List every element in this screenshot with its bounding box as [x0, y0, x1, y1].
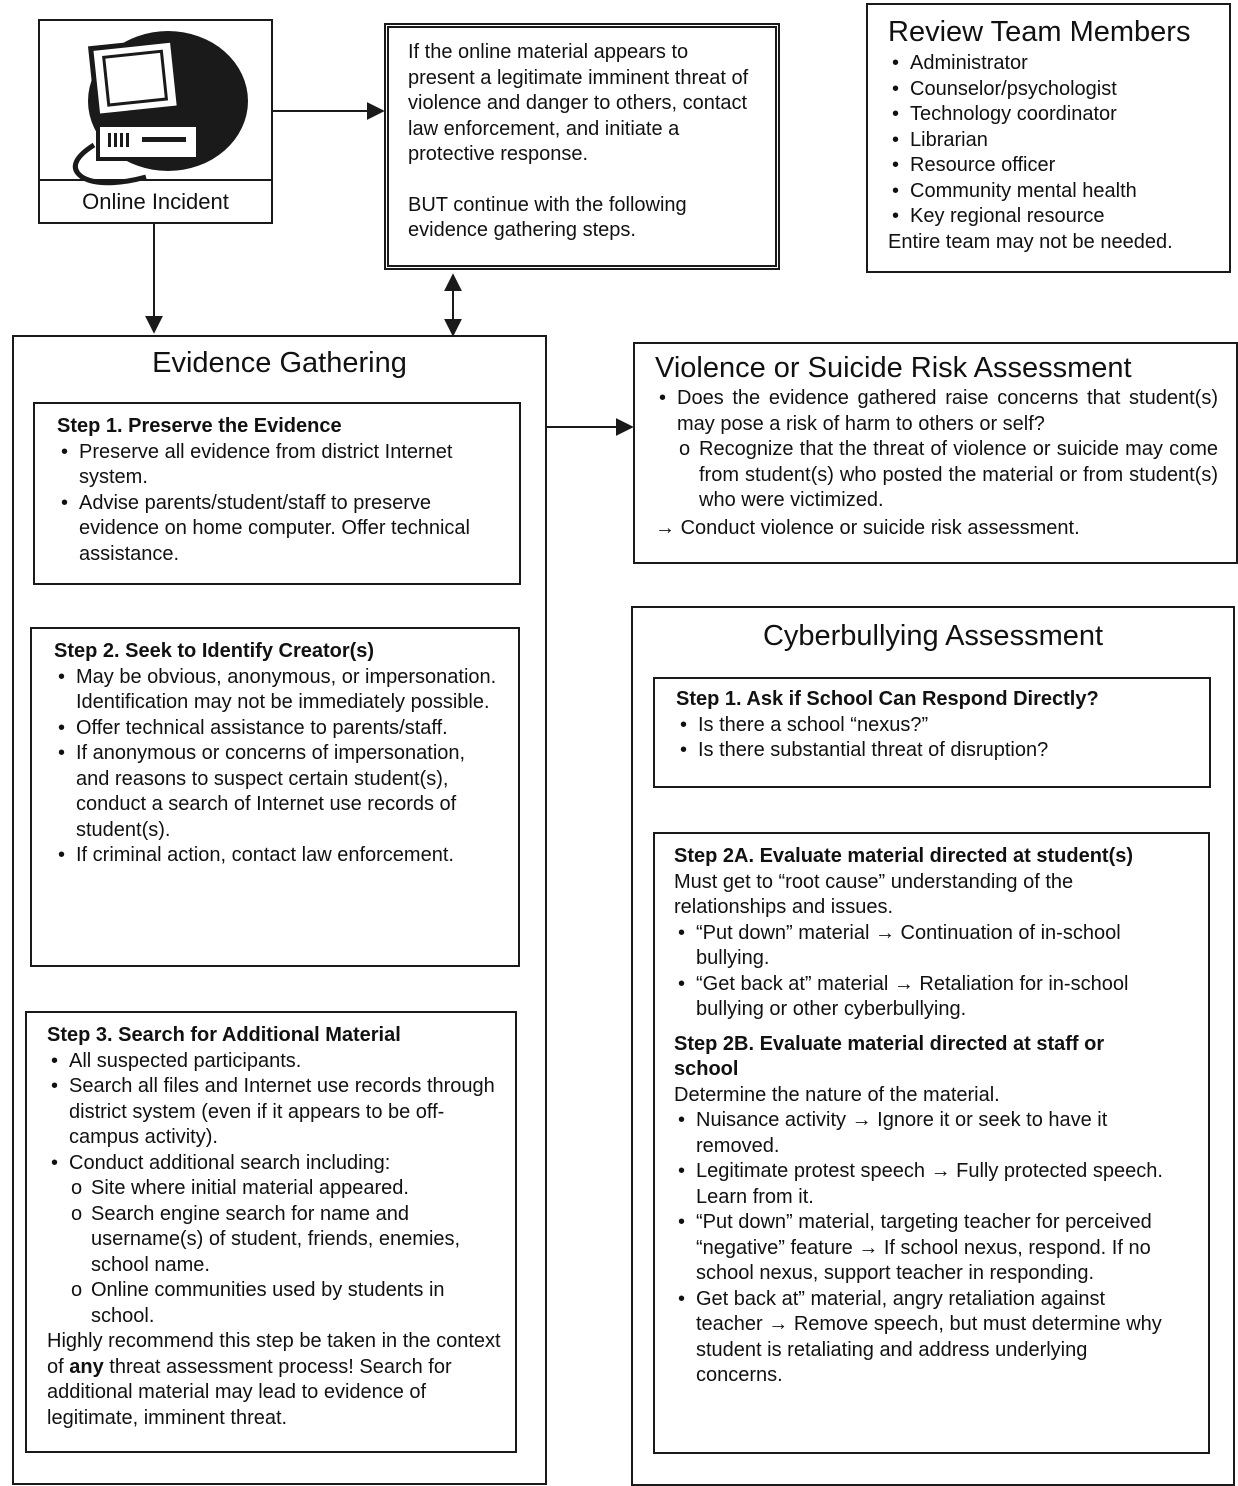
evidence-step1-item: Preserve all evidence from district Inte… [57, 440, 505, 491]
cyber-step2b-item: Get back at” material, angry retaliation… [674, 1287, 1168, 1389]
team-member: Technology coordinator [888, 102, 1219, 128]
cyber-step1-item: Is there substantial threat of disruptio… [676, 738, 1199, 764]
evidence-step2-box: Step 2. Seek to Identify Creator(s) May … [30, 627, 520, 967]
review-team-title: Review Team Members [888, 16, 1191, 48]
risk-action: → Conduct violence or suicide risk asses… [655, 516, 1218, 542]
team-member: Community mental health [888, 179, 1219, 205]
online-incident-label: Online Incident [82, 189, 229, 214]
cyber-step1-box: Step 1. Ask if School Can Respond Direct… [653, 677, 1211, 788]
evidence-step3-item: Conduct additional search including: Sit… [47, 1151, 503, 1330]
cyber-step2b-item: Nuisance activity → Ignore it or seek to… [674, 1108, 1168, 1159]
evidence-gathering-title: Evidence Gathering [152, 347, 407, 379]
evidence-step1-box: Step 1. Preserve the Evidence Preserve a… [33, 402, 521, 585]
evidence-step2-item: Offer technical assistance to parents/st… [54, 716, 504, 742]
team-member: Resource officer [888, 153, 1219, 179]
evidence-step3-box: Step 3. Search for Additional Material A… [25, 1011, 517, 1453]
evidence-step3-title: Step 3. Search for Additional Material [47, 1024, 401, 1046]
cyber-step2b-title: Step 2B. Evaluate material directed at s… [674, 1032, 1105, 1081]
evidence-step3-item-text: Conduct additional search including: [69, 1151, 391, 1174]
evidence-step2-item: If anonymous or concerns of impersonatio… [54, 741, 504, 843]
cyber-step2a-title: Step 2A. Evaluate material directed at s… [674, 845, 1134, 867]
risk-assessment-title: Violence or Suicide Risk Assessment [655, 352, 1132, 384]
team-member: Counselor/psychologist [888, 77, 1219, 103]
evidence-step2-item: If criminal action, contact law enforcem… [54, 843, 504, 869]
cyber-step2b-item: Legitimate protest speech → Fully protec… [674, 1159, 1168, 1210]
evidence-step3-subitem: Online communities used by students in s… [69, 1278, 503, 1329]
team-member: Librarian [888, 128, 1219, 154]
review-team-list: Administrator Counselor/psychologist Tec… [888, 51, 1219, 230]
evidence-step1-item: Advise parents/student/staff to preserve… [57, 491, 505, 568]
review-team-box: Review Team Members Administrator Counse… [866, 3, 1231, 273]
risk-assessment-box: Violence or Suicide Risk Assessment Does… [633, 342, 1238, 564]
imminent-threat-box: If the online material appears to presen… [384, 23, 780, 270]
evidence-step1-title: Step 1. Preserve the Evidence [57, 415, 342, 437]
evidence-step3-subitem: Search engine search for name and userna… [69, 1202, 503, 1279]
evidence-step3-subitem: Site where initial material appeared. [69, 1176, 503, 1202]
imminent-threat-text: If the online material appears to presen… [408, 41, 749, 165]
cyber-step2b-item: “Put down” material, targeting teacher f… [674, 1210, 1168, 1287]
evidence-step3-recommendation: Highly recommend this step be taken in t… [47, 1330, 501, 1429]
risk-action-text: Conduct violence or suicide risk assessm… [680, 516, 1080, 539]
evidence-step3-item: All suspected participants. [47, 1049, 503, 1075]
right-arrow-icon: → [655, 516, 675, 539]
cyber-step2a-item: “Get back at” material → Retaliation for… [674, 972, 1168, 1023]
cyber-step2b-intro: Determine the nature of the material. [674, 1083, 1000, 1106]
online-incident-box: Online Incident [38, 19, 273, 224]
evidence-step2-item: May be obvious, anonymous, or impersonat… [54, 665, 504, 716]
cyber-step1-item: Is there a school “nexus?” [676, 713, 1199, 739]
cyber-step1-title: Step 1. Ask if School Can Respond Direct… [676, 688, 1099, 710]
cyberbullying-title: Cyberbullying Assessment [762, 620, 1104, 652]
team-note: Entire team may not be needed. [888, 230, 1173, 253]
evidence-step3-item: Search all files and Internet use record… [47, 1074, 503, 1151]
continue-evidence-text: BUT continue with the following evidence… [408, 193, 687, 242]
cyber-step2-box: Step 2A. Evaluate material directed at s… [653, 832, 1210, 1454]
evidence-step2-title: Step 2. Seek to Identify Creator(s) [54, 640, 375, 662]
risk-question: Does the evidence gathered raise concern… [655, 386, 1218, 437]
cyber-step2a-intro: Must get to “root cause” understanding o… [674, 870, 1074, 919]
cyber-step2a-item: “Put down” material → Continuation of in… [674, 921, 1168, 972]
team-member: Administrator [888, 51, 1219, 77]
team-member: Key regional resource [888, 204, 1219, 230]
risk-subpoint: Recognize that the threat of violence or… [677, 437, 1218, 514]
computer-icon [58, 27, 258, 195]
